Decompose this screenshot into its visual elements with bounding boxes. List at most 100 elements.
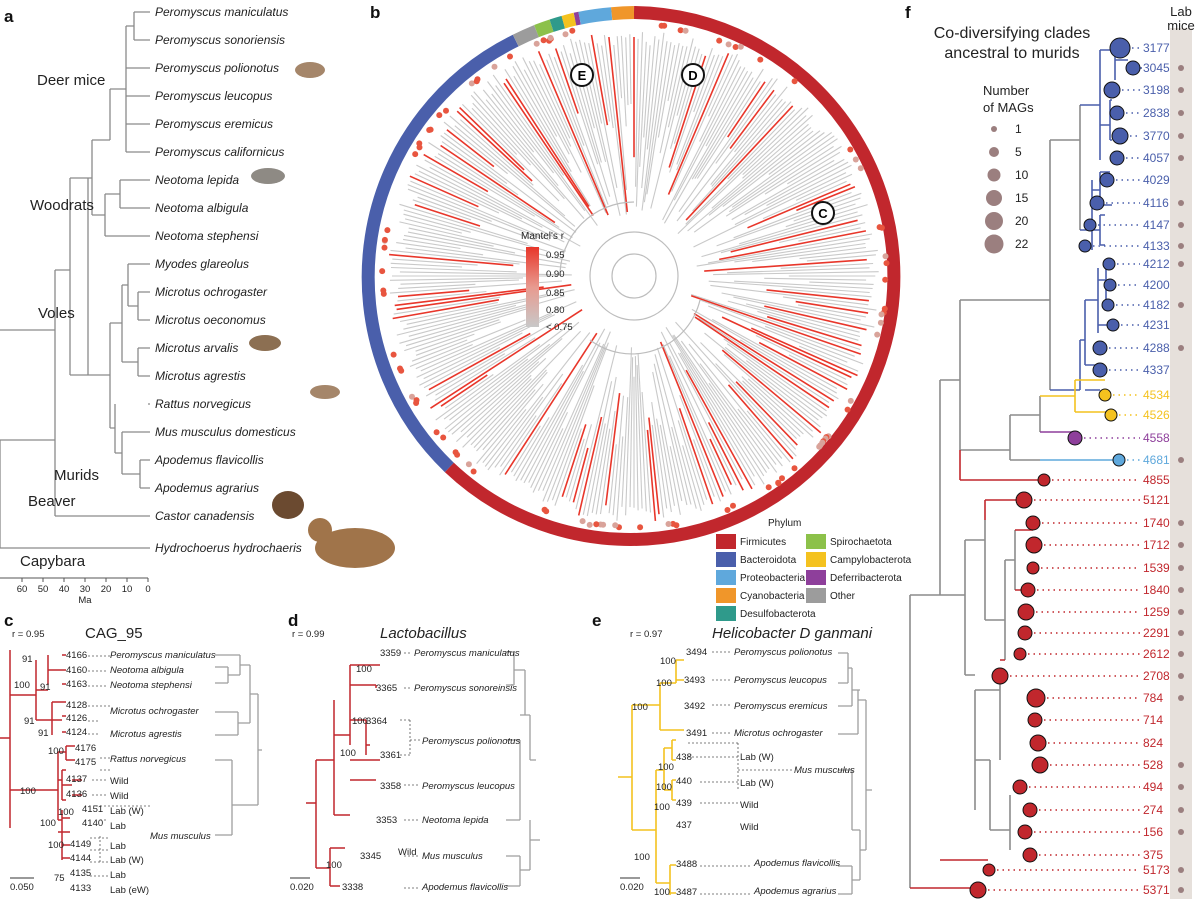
tree-branch [537, 343, 605, 491]
ring-dot [409, 393, 415, 400]
tree-branch [708, 280, 870, 294]
clade-mag-circle [1017, 625, 1033, 641]
ring-dot [384, 227, 391, 234]
tree-branch [472, 102, 532, 166]
tree-branch [435, 343, 541, 421]
tree-branch [542, 346, 607, 502]
tree-branch [699, 59, 740, 142]
host-label: Peromyscus sonoreinsis [414, 683, 517, 694]
tree-branch [747, 183, 851, 229]
tree-branch [721, 316, 852, 379]
tree-branch [410, 180, 551, 241]
tree-branch [708, 130, 814, 216]
tip-id: 3488 [676, 859, 697, 870]
ring-dot [882, 253, 889, 260]
tree-branch [495, 85, 598, 226]
clade-label: D [688, 68, 697, 83]
ring-dot [465, 461, 472, 468]
tree-branch [704, 332, 821, 428]
tip-id: 3345 [360, 851, 381, 862]
ring-dot [737, 43, 744, 50]
tree-branch [513, 417, 550, 477]
tree-branch [599, 411, 616, 515]
clade-id: 4200 [1143, 278, 1170, 292]
axis-tick: 0 [145, 584, 150, 595]
clade-id: 4288 [1143, 341, 1170, 355]
species-label: Neotoma stephensi [155, 229, 259, 243]
ring-dot [381, 236, 388, 243]
tree-branch [707, 305, 848, 363]
woodrat-icon [251, 168, 285, 184]
lab-mice-column [1170, 28, 1192, 899]
tree-branch [523, 69, 570, 155]
clade-id: 5371 [1143, 883, 1170, 897]
lab-mice-dot [1178, 762, 1184, 768]
scale-bar [526, 247, 539, 327]
tree-branch [750, 327, 858, 377]
support-value: 100 [654, 802, 670, 813]
tip-id: 4151 [82, 804, 103, 815]
lab-mice-dot [1178, 87, 1184, 93]
tree-branch [713, 271, 879, 276]
species-label: Peromyscus polionotus [155, 61, 279, 75]
tree-branch [434, 155, 535, 217]
scale-label: 0.050 [10, 882, 34, 893]
tip-id: 4163 [66, 679, 87, 690]
ring-dot [380, 287, 387, 294]
tree-branch [675, 321, 797, 457]
legend-swatch [716, 570, 736, 585]
ring-firmicutes [444, 6, 901, 546]
tree-branch [727, 267, 870, 274]
tree-branch [690, 294, 862, 355]
tree-branch [403, 238, 461, 250]
clade-mag-circle [1020, 582, 1036, 598]
ring-dot [716, 37, 723, 44]
tree-branch [643, 45, 651, 138]
tree-branch [415, 333, 475, 356]
tree-branch [560, 51, 599, 165]
clade-label: E [578, 68, 587, 83]
tree-branch [546, 342, 609, 502]
tree-branch [504, 332, 598, 475]
tree-branch [635, 38, 639, 187]
clade-id: 4182 [1143, 298, 1170, 312]
ring-dot [470, 468, 477, 475]
tree-branch [727, 81, 766, 138]
tree-branch [397, 290, 487, 302]
tree-branch [522, 57, 582, 173]
tree-branch [806, 254, 876, 262]
tree-branch [416, 164, 523, 220]
tree-branch [677, 352, 756, 486]
clade-mag-circle [1017, 603, 1035, 621]
clade-mag-circle [1106, 318, 1120, 332]
tree-branch [660, 331, 737, 486]
tree-branch [727, 384, 794, 460]
tree-branch [396, 242, 484, 256]
tree-branch [663, 71, 753, 224]
tree-branch [682, 445, 702, 511]
tree-branch [721, 349, 822, 434]
tip-id: 3359 [380, 648, 401, 659]
tree-branch [390, 266, 517, 273]
tree-branch [407, 188, 492, 222]
tree-branch [482, 389, 536, 451]
tree-branch [504, 69, 591, 207]
tree-branch [449, 115, 566, 217]
tree-branch [546, 59, 608, 209]
scale-tick: 0.95 [546, 250, 565, 261]
ring-dot [473, 78, 480, 85]
ring-dot [730, 502, 736, 509]
ring-cyanobacteria [611, 6, 635, 21]
ring-bacteroidota [361, 34, 519, 473]
tree-branch [725, 145, 834, 217]
status-tag: Wild [110, 776, 128, 787]
tree-branch [487, 396, 544, 471]
tip-id: 440 [676, 776, 692, 787]
species-label: Mus musculus domesticus [155, 425, 296, 439]
tree-branch [403, 213, 471, 233]
legend-label: Desulfobacterota [740, 609, 816, 620]
host-label: Peromyscus polionotus [734, 647, 832, 658]
legend-swatch [806, 552, 826, 567]
tree-branch [653, 363, 688, 506]
tree-branch [646, 429, 657, 521]
